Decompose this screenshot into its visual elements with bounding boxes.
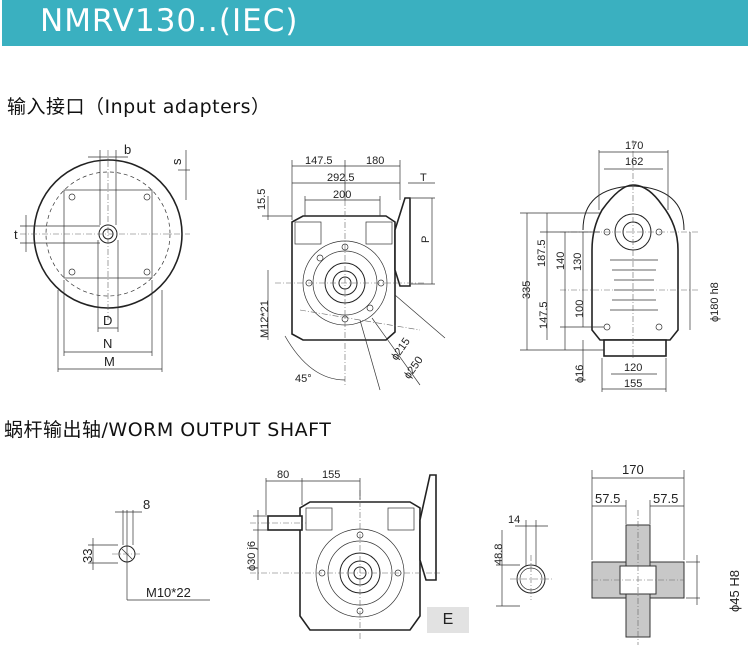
section-title-input-adapters: 输入接口（Input adapters） bbox=[7, 96, 271, 118]
input-flange-drawing: b s t D N M bbox=[14, 142, 190, 372]
dim-m12: M12*21 bbox=[259, 300, 271, 338]
dim-100: 100 bbox=[574, 300, 586, 318]
dim-phi30-j6: ϕ30 j6 bbox=[246, 541, 258, 571]
dim-147-5: 147.5 bbox=[305, 155, 333, 167]
dim-155-front: 155 bbox=[624, 378, 642, 390]
dim-d: D bbox=[103, 313, 112, 328]
dim-t-side: T bbox=[420, 172, 427, 184]
shaft-end-drawing: 8 33 M10*22 bbox=[80, 497, 210, 601]
dim-57-5-right: 57.5 bbox=[653, 491, 678, 506]
dim-162: 162 bbox=[625, 156, 643, 168]
dim-t: t bbox=[14, 227, 18, 242]
dim-phi45-h8: ϕ45 H8 bbox=[727, 570, 742, 612]
dim-phi16: ϕ16 bbox=[574, 365, 586, 383]
dim-57-5-left: 57.5 bbox=[595, 491, 620, 506]
dim-45-deg: 45° bbox=[295, 373, 312, 385]
dim-n: N bbox=[103, 336, 112, 351]
dim-8: 8 bbox=[143, 497, 150, 512]
output-shaft-drawing: 170 57.5 57.5 ϕ45 H8 bbox=[591, 462, 742, 645]
dim-15-5: 15.5 bbox=[256, 189, 268, 210]
dim-140: 140 bbox=[555, 252, 567, 270]
dim-m10: M10*22 bbox=[146, 585, 191, 600]
dim-b: b bbox=[124, 142, 131, 157]
dim-180: 180 bbox=[366, 155, 384, 167]
gearbox-front-view-drawing: 170 162 335 187.5 140 130 147.5 100 ϕ180… bbox=[520, 140, 721, 392]
dim-p: P bbox=[420, 236, 432, 243]
worm-gearbox-view-drawing: 80 155 ϕ30 j6 bbox=[246, 469, 440, 640]
dim-48-8: 48.8 bbox=[493, 544, 505, 565]
dim-phi180-h8: ϕ180 h8 bbox=[709, 282, 721, 322]
dim-335: 335 bbox=[521, 281, 533, 299]
section-title-worm-output-shaft: 蜗杆输出轴/WORM OUTPUT SHAFT bbox=[4, 419, 332, 441]
dim-147-5-front: 147.5 bbox=[538, 301, 550, 329]
title-banner: NMRV130..(IEC) bbox=[2, 0, 748, 46]
dim-phi215: ϕ215 bbox=[389, 336, 413, 363]
dim-33: 33 bbox=[80, 549, 95, 563]
dim-s: s bbox=[169, 158, 184, 165]
dim-170-front: 170 bbox=[625, 140, 643, 152]
dim-292-5: 292.5 bbox=[327, 172, 355, 184]
variant-label-box: E bbox=[427, 607, 469, 633]
dim-170-shaft: 170 bbox=[622, 462, 644, 477]
dim-14: 14 bbox=[508, 514, 520, 526]
dim-200: 200 bbox=[333, 189, 351, 201]
hollow-shaft-hub-drawing: 14 48.8 bbox=[493, 514, 552, 607]
dim-m: M bbox=[104, 354, 115, 369]
dim-phi250: ϕ250 bbox=[402, 354, 426, 381]
dim-155-worm: 155 bbox=[322, 469, 340, 481]
dim-130: 130 bbox=[572, 253, 584, 271]
dim-80: 80 bbox=[277, 469, 289, 481]
gearbox-side-view-drawing: 147.5 180 292.5 200 T P 15.5 M12*21 ϕ215… bbox=[256, 155, 446, 391]
page-title: NMRV130..(IEC) bbox=[40, 3, 299, 39]
variant-label-e: E bbox=[442, 611, 454, 628]
dim-120: 120 bbox=[624, 362, 642, 374]
dim-187-5: 187.5 bbox=[536, 239, 548, 267]
